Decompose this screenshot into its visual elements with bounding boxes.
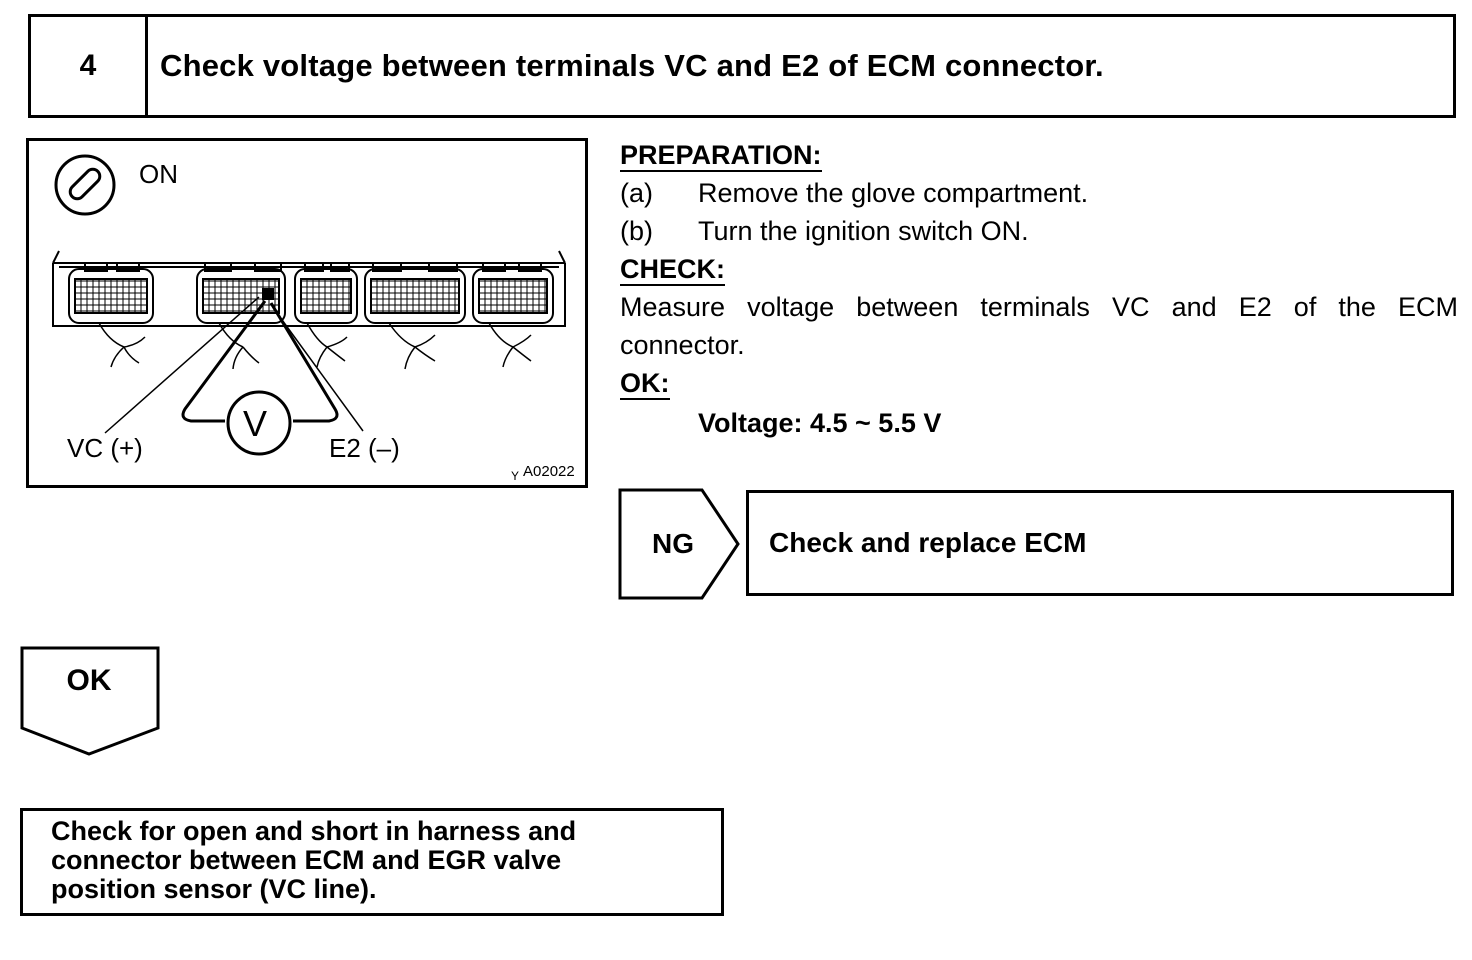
vc-terminal-label: VC (+) [67, 433, 143, 463]
preparation-step: (b) Turn the ignition switch ON. [620, 212, 1460, 250]
ok-result-box: Check for open and short in harness and … [20, 808, 724, 916]
ignition-switch-icon [54, 154, 116, 216]
probe-leads [181, 300, 339, 423]
step-header: 4 Check voltage between terminals VC and… [28, 14, 1456, 118]
step-text: Turn the ignition switch ON. [698, 216, 1029, 246]
e2-terminal-label: E2 (–) [329, 433, 400, 463]
ng-result-box: Check and replace ECM [746, 490, 1454, 596]
preparation-header: PREPARATION: [620, 140, 822, 172]
ng-branch: NG Check and replace ECM [618, 488, 1458, 600]
check-text: Measure voltage between terminals VC and… [620, 292, 1458, 360]
ok-arrow-icon [20, 646, 160, 756]
ok-header: OK: [620, 368, 670, 400]
voltage-spec: Voltage: 4.5 ~ 5.5 V [698, 408, 942, 438]
wire-harness [98, 322, 532, 370]
ok-result-line: position sensor (VC line). [51, 874, 377, 904]
instructions: PREPARATION: (a) Remove the glove compar… [620, 136, 1460, 442]
voltmeter-icon [226, 390, 292, 456]
ecm-connector-figure: ON V VC (+) E2 (–) Y A02022 [26, 138, 588, 488]
figure-id: A02022 [523, 463, 575, 480]
figure-id-prefix: Y [511, 469, 520, 483]
ok-result-line: Check for open and short in harness and [51, 816, 577, 846]
step-text: Remove the glove compartment. [698, 178, 1089, 208]
ok-label: OK [66, 664, 112, 697]
ecm-connector-illustration [52, 154, 566, 456]
ok-result-line: connector between ECM and EGR valve [51, 845, 562, 875]
step-label: (b) [620, 216, 653, 246]
voltmeter-label: V [243, 403, 268, 444]
check-header: CHECK: [620, 254, 725, 286]
preparation-step: (a) Remove the glove compartment. [620, 174, 1460, 212]
step-label: (a) [620, 178, 653, 208]
step-number: 4 [31, 17, 148, 115]
ng-label: NG [652, 528, 694, 559]
step-title: Check voltage between terminals VC and E… [160, 48, 1104, 83]
ng-arrow-icon [618, 488, 740, 600]
switch-on-label: ON [139, 159, 178, 189]
leader-lines [104, 296, 364, 434]
connector-group [68, 262, 554, 324]
